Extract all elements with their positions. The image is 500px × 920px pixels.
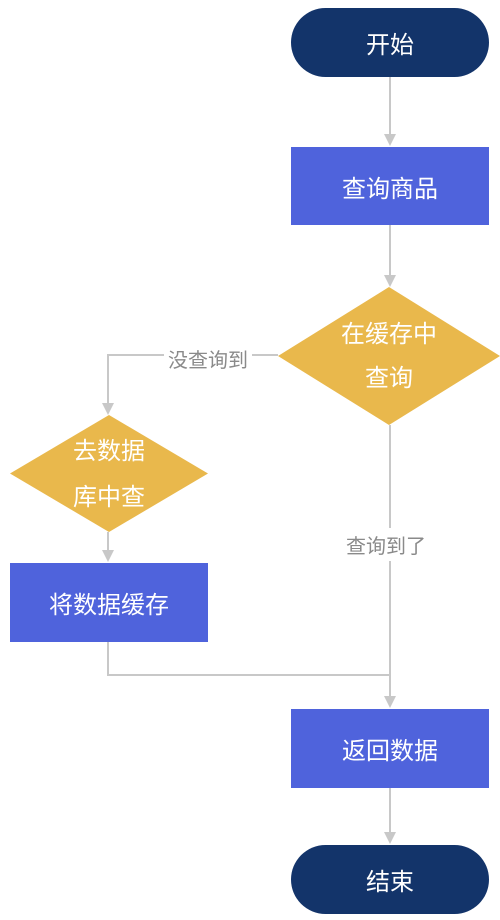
cache-data-node: 将数据缓存	[10, 563, 208, 642]
edge-label-not-found: 没查询到	[164, 342, 252, 375]
check-cache-line2: 查询	[365, 364, 413, 392]
edge-label-found: 查询到了	[342, 528, 430, 561]
query-db-line1: 去数据	[73, 436, 145, 465]
return-data-node: 返回数据	[291, 709, 489, 788]
query-product-label: 查询商品	[342, 174, 438, 203]
check-cache-decision: 在缓存中 查询	[278, 287, 500, 425]
start-node: 开始	[291, 8, 489, 77]
query-db-line2: 库中查	[73, 482, 145, 511]
cache-data-label: 将数据缓存	[49, 591, 169, 619]
end-node: 结束	[291, 845, 489, 914]
start-label: 开始	[366, 31, 414, 59]
query-db-decision: 去数据 库中查	[10, 415, 208, 532]
decision-diamond-shape	[278, 287, 500, 425]
query-product-node: 查询商品	[291, 147, 489, 225]
arrow-cache-to-return	[107, 642, 396, 708]
query-db-text: 去数据 库中查	[73, 428, 145, 520]
check-cache-text: 在缓存中 查询	[341, 312, 437, 400]
decision-diamond-shape	[10, 415, 208, 532]
return-data-label: 返回数据	[342, 737, 438, 765]
check-cache-line1: 在缓存中	[341, 320, 437, 348]
end-label: 结束	[366, 868, 414, 896]
